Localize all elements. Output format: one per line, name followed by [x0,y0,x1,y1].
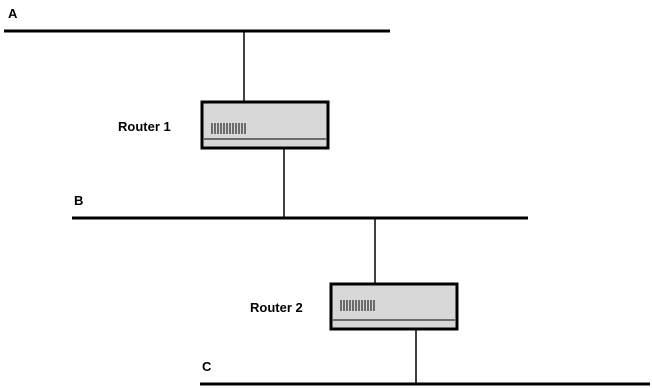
router-1-vent-icon [211,123,246,134]
router-2-body [329,282,459,331]
network-segment-a: A [4,6,390,33]
router-1-body [200,100,330,150]
network-segment-b: B [72,193,528,220]
segment-b-label: B [74,193,83,208]
router-2-label: Router 2 [250,300,303,315]
network-segment-c: C [200,359,650,386]
router-1-label: Router 1 [118,119,171,134]
router-1: Router 1 [118,100,330,150]
segment-a-label: A [8,6,18,21]
router-2: Router 2 [250,282,459,331]
router-2-vent-icon [340,300,375,311]
segment-c-label: C [202,359,212,374]
